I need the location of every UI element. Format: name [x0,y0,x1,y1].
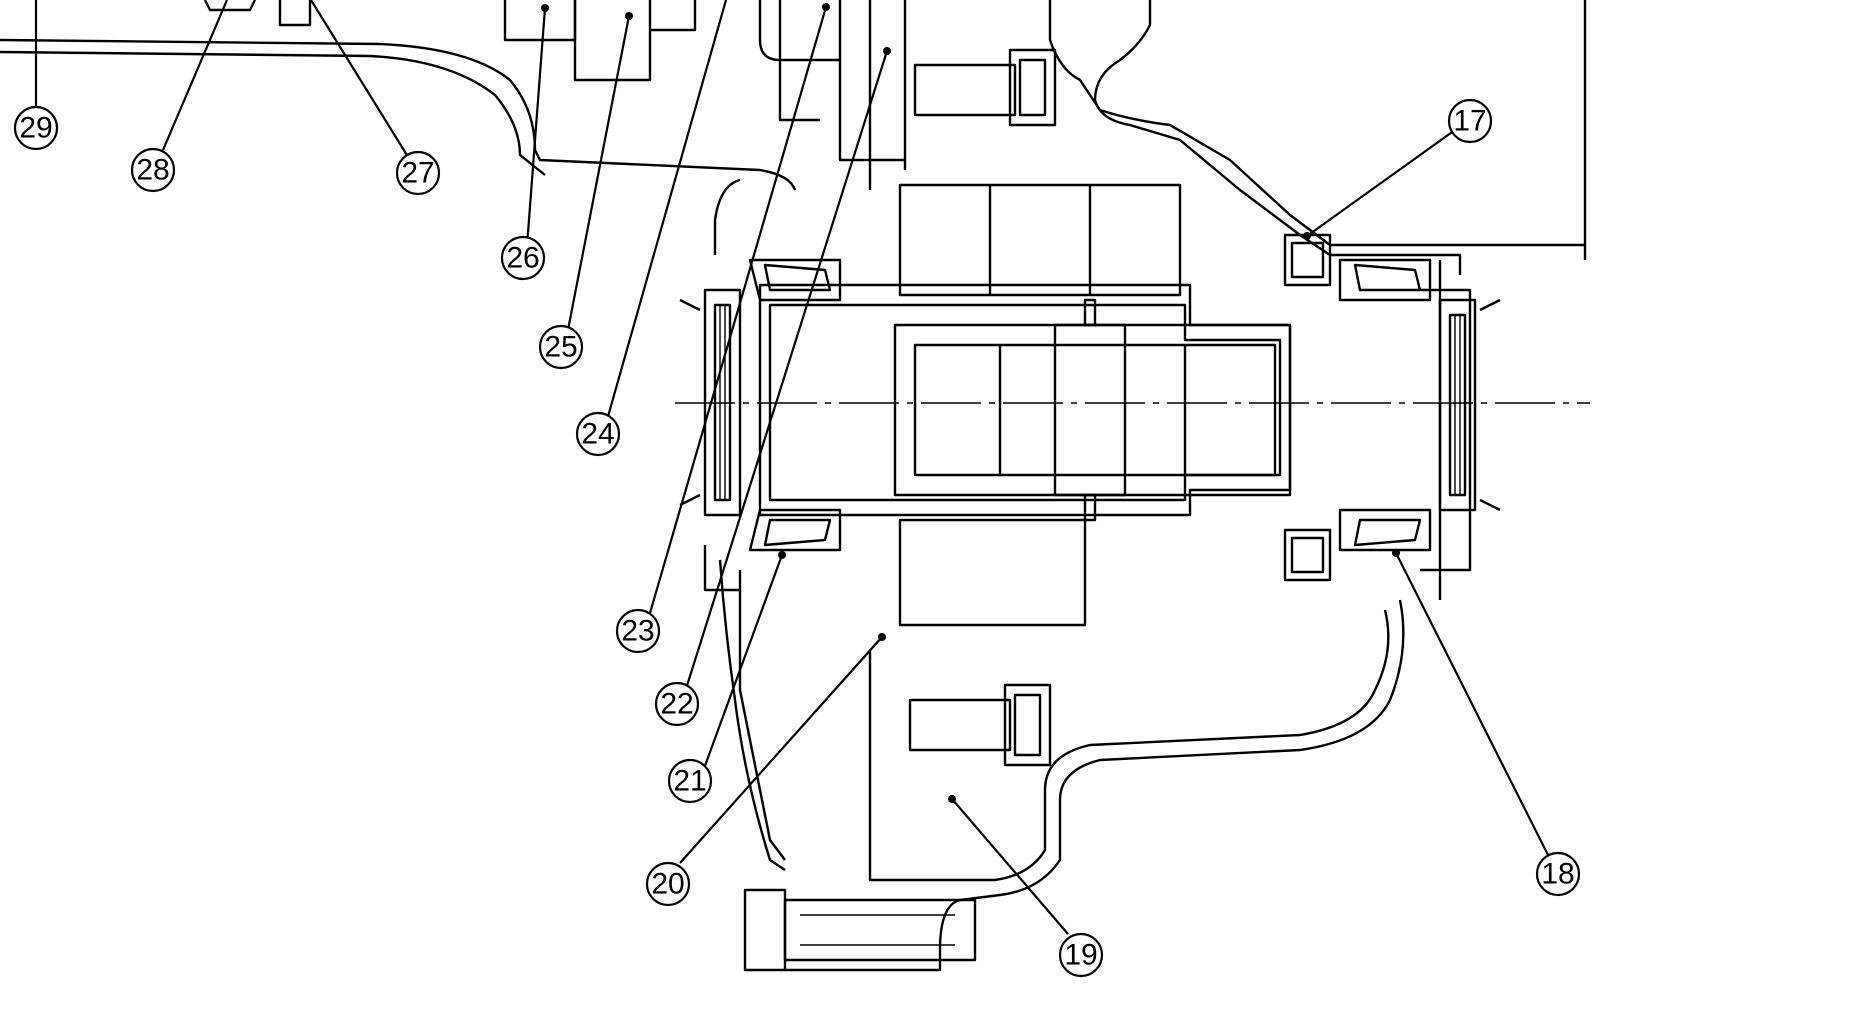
leader-lines [34,0,1549,935]
svg-text:25: 25 [544,331,577,364]
svg-text:26: 26 [506,242,539,275]
ring-gear-bolt-lower [908,683,1052,767]
svg-text:24: 24 [581,418,614,451]
svg-text:19: 19 [1064,939,1097,972]
callout-26: 26 [500,235,546,281]
svg-text:20: 20 [651,868,684,901]
side-oil-seal-left [679,288,742,517]
side-bearing-right [1338,258,1432,552]
svg-text:27: 27 [401,157,434,190]
svg-text:22: 22 [660,688,693,721]
callout-17: 17 [1447,98,1493,144]
svg-text:28: 28 [136,154,169,187]
callout-19: 19 [1058,932,1104,978]
side-bearing-left [748,258,842,552]
callout-24: 24 [575,411,621,457]
housing-outline [0,0,1587,972]
callout-23: 23 [615,608,661,654]
mounting-bolt [743,888,977,972]
callout-28: 28 [130,147,176,193]
svg-text:18: 18 [1541,858,1574,891]
differential-carrier [758,183,1292,627]
callout-18: 18 [1535,851,1581,897]
svg-text:17: 17 [1453,105,1486,138]
side-oil-seal-right [1438,298,1501,512]
adjust-shims [1283,233,1332,582]
callout-29: 29 [13,105,59,151]
callout-20: 20 [645,861,691,907]
callout-25: 25 [538,324,584,370]
svg-text:21: 21 [673,765,706,798]
callout-27: 27 [395,150,441,196]
callout-21: 21 [667,758,713,804]
ring-gear-bolt-upper [913,48,1057,127]
svg-text:29: 29 [19,112,52,145]
callout-22: 22 [654,681,700,727]
svg-text:23: 23 [621,615,654,648]
